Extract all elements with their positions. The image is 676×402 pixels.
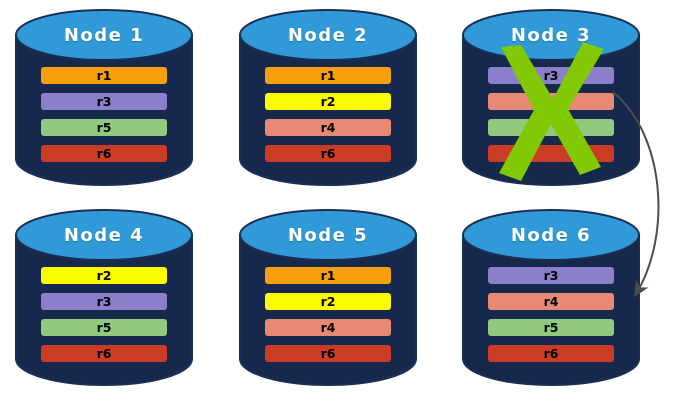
replica-label: r1 [96, 68, 112, 83]
replica-bar-list: r1 r2 r4 r6 [265, 67, 391, 171]
replica-bar[interactable]: r3 [488, 267, 614, 284]
replica-label: r4 [543, 294, 559, 309]
replica-bar[interactable]: r1 [41, 67, 167, 84]
replica-bar[interactable]: r5 [488, 119, 614, 136]
replica-label: r5 [96, 120, 112, 135]
replica-bar[interactable]: r3 [41, 93, 167, 110]
replica-bar-list: r2 r3 r5 r6 [41, 267, 167, 371]
replica-bar[interactable]: r6 [265, 345, 391, 362]
replica-bar[interactable]: r6 [41, 345, 167, 362]
replica-bar[interactable]: r5 [41, 319, 167, 336]
replica-label: r4 [320, 120, 336, 135]
replica-bar-list: r3 r4 r5 r6 [488, 67, 614, 171]
replica-bar-list: r1 r3 r5 r6 [41, 67, 167, 171]
replica-bar[interactable]: r4 [488, 93, 614, 110]
replica-label: r6 [543, 346, 559, 361]
cylinder-top-ellipse [239, 209, 417, 261]
replica-bar[interactable]: r2 [41, 267, 167, 284]
replica-bar-list: r3 r4 r5 r6 [488, 267, 614, 371]
replica-label: r1 [320, 268, 336, 283]
replica-bar[interactable]: r1 [265, 267, 391, 284]
replica-label: r5 [96, 320, 112, 335]
replica-bar[interactable]: r2 [265, 93, 391, 110]
replica-bar[interactable]: r1 [265, 67, 391, 84]
replica-label: r6 [320, 346, 336, 361]
replica-label: r2 [320, 294, 336, 309]
replica-label: r2 [96, 268, 112, 283]
replica-label: r3 [543, 268, 559, 283]
replica-label: r6 [96, 346, 112, 361]
replica-label: r6 [320, 146, 336, 161]
replica-bar[interactable]: r4 [265, 119, 391, 136]
replica-bar-list: r1 r2 r4 r6 [265, 267, 391, 371]
node-cylinder-3[interactable]: Node 3r3r4r5r6 [458, 9, 644, 187]
replica-label: r5 [543, 320, 559, 335]
replica-bar[interactable]: r6 [41, 145, 167, 162]
cylinder-top-ellipse [462, 209, 640, 261]
replica-label: r6 [96, 146, 112, 161]
replica-label: r3 [543, 68, 559, 83]
replica-bar[interactable]: r6 [488, 345, 614, 362]
replica-bar[interactable]: r3 [41, 293, 167, 310]
cylinder-top-ellipse [15, 9, 193, 61]
replica-bar[interactable]: r6 [265, 145, 391, 162]
cylinder-top-ellipse [239, 9, 417, 61]
cylinder-top-ellipse [462, 9, 640, 61]
replica-label: r1 [320, 68, 336, 83]
replica-label: r3 [96, 294, 112, 309]
replica-bar[interactable]: r5 [41, 119, 167, 136]
replica-bar[interactable]: r3 [488, 67, 614, 84]
replica-label: r3 [96, 94, 112, 109]
cylinder-top-ellipse [15, 209, 193, 261]
replica-label: r2 [320, 94, 336, 109]
replica-bar[interactable]: r6 [488, 145, 614, 162]
replica-bar[interactable]: r4 [265, 319, 391, 336]
replica-label: r4 [320, 320, 336, 335]
replica-bar[interactable]: r4 [488, 293, 614, 310]
replica-bar[interactable]: r2 [265, 293, 391, 310]
replica-bar[interactable]: r5 [488, 319, 614, 336]
